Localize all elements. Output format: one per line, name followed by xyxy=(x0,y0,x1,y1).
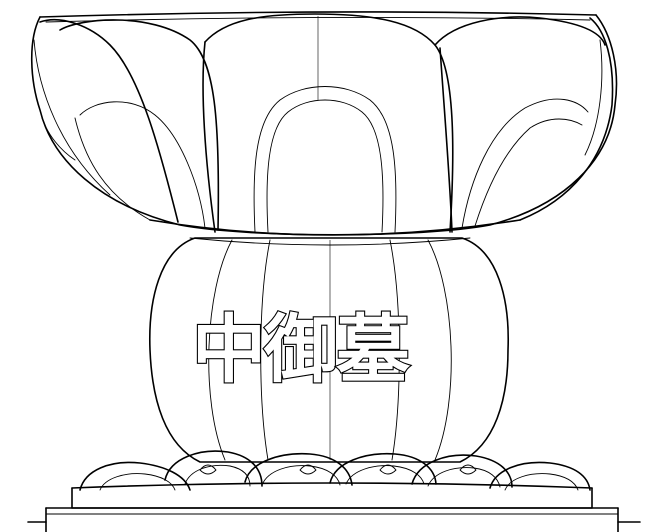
inscription-char-2: 御 xyxy=(263,307,338,393)
foot-curl-2 xyxy=(299,464,317,475)
body-lobe-2 xyxy=(260,239,271,461)
petal-center-left-side xyxy=(202,41,216,233)
inscription: 中 御 墓 xyxy=(191,306,412,394)
body-collar xyxy=(189,237,471,246)
plinth-outline xyxy=(45,507,619,532)
foot-petal-3 xyxy=(244,452,353,486)
foot-petal-6-inner xyxy=(504,473,579,491)
foot-petal-3-inner xyxy=(261,465,341,486)
petal-center xyxy=(204,13,454,233)
bowl-underside xyxy=(149,219,521,236)
foot-top-edge xyxy=(71,482,593,489)
petal-far-right xyxy=(519,17,614,221)
body-lobe-5 xyxy=(427,239,452,461)
foot-curl-1 xyxy=(199,464,217,475)
foot-petal-2-inner xyxy=(184,464,251,487)
bowl-outline xyxy=(30,14,618,236)
body-outline xyxy=(148,237,510,463)
lotus-foot xyxy=(71,450,593,509)
foot-petal-4 xyxy=(329,452,437,485)
petal-far-right-edge xyxy=(584,39,603,156)
foot-petal-4-inner xyxy=(345,465,425,485)
petal-right-inner xyxy=(461,98,589,229)
pedestal-body xyxy=(148,237,510,463)
inscription-char-1: 中 xyxy=(192,307,266,393)
petal-center-arch-outer xyxy=(253,86,397,233)
foot-curl-3 xyxy=(379,464,397,475)
body-lobe-1 xyxy=(208,239,233,461)
foot-curl-4 xyxy=(459,464,477,475)
foot-petal-6 xyxy=(489,461,591,491)
petal-far-left-edge xyxy=(41,117,76,161)
lotus-bowl xyxy=(30,11,618,236)
petal-right xyxy=(434,16,606,46)
petal-left-inner xyxy=(79,101,206,229)
body-lobe-4 xyxy=(389,239,400,461)
foot-petal-5 xyxy=(411,454,513,488)
foot-petal-1-inner xyxy=(99,473,176,491)
petal-far-left-ridge xyxy=(33,39,111,196)
plinth xyxy=(27,507,641,532)
bowl-rim xyxy=(39,11,597,18)
foot-petal-2 xyxy=(164,450,263,487)
inscription-char-3: 墓 xyxy=(336,307,411,393)
petal-center-arch-inner xyxy=(266,99,384,233)
petal-left-inner2 xyxy=(74,117,151,221)
petal-right-side xyxy=(439,47,453,233)
foot-petal-1 xyxy=(79,461,191,491)
petal-left xyxy=(59,19,220,231)
petal-far-left xyxy=(39,18,179,223)
petal-right-inner2 xyxy=(474,118,583,227)
foot-base-line xyxy=(71,487,593,509)
